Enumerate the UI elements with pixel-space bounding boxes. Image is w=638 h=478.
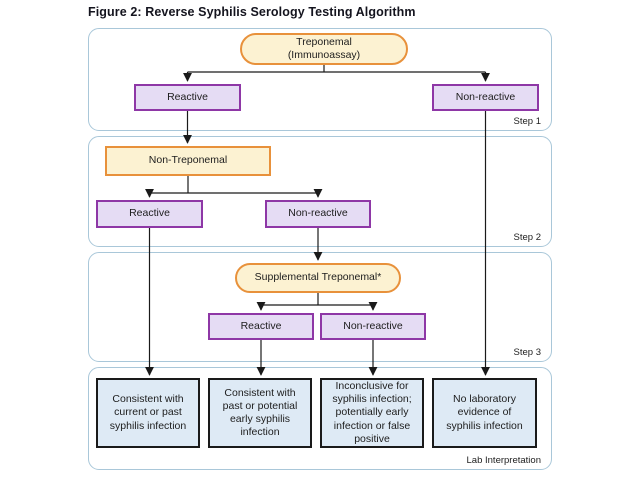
step-1-label: Step 1 (513, 116, 541, 127)
node-step3-nonreactive: Non-reactive (320, 313, 426, 340)
interpretation-3-text: Inconclusive for syphilis infection; pot… (332, 380, 412, 445)
immunoassay-label: (Immunoassay) (287, 49, 361, 61)
interpretation-box-1: Consistent with current or past syphilis… (96, 378, 200, 448)
supplemental-treponemal-label: Supplemental Treponemal* (254, 271, 382, 284)
lab-interpretation-label: Lab Interpretation (466, 455, 541, 466)
node-supplemental-treponemal: Supplemental Treponemal* (235, 263, 401, 293)
node-step2-nonreactive: Non-reactive (265, 200, 371, 228)
step1-reactive-label: Reactive (167, 90, 208, 103)
interpretation-box-3: Inconclusive for syphilis infection; pot… (320, 378, 424, 448)
node-step3-reactive: Reactive (208, 313, 314, 340)
node-step1-reactive: Reactive (134, 84, 241, 111)
non-treponemal-label: Non-Treponemal (148, 154, 228, 167)
interpretation-2-text: Consistent with past or potential early … (222, 386, 298, 439)
node-treponemal-immunoassay: Treponemal (Immunoassay) (240, 33, 408, 65)
interpretation-1-text: Consistent with current or past syphilis… (109, 393, 187, 432)
figure-title: Figure 2: Reverse Syphilis Serology Test… (88, 5, 416, 19)
step2-nonreactive-label: Non-reactive (288, 207, 348, 220)
interpretation-box-4: No laboratory evidence of syphilis infec… (432, 378, 537, 448)
node-step2-reactive: Reactive (96, 200, 203, 228)
step-3-label: Step 3 (513, 347, 541, 358)
step1-nonreactive-label: Non-reactive (455, 90, 516, 103)
interpretation-4-text: No laboratory evidence of syphilis infec… (446, 393, 523, 432)
step3-nonreactive-label: Non-reactive (343, 319, 403, 332)
node-step1-nonreactive: Non-reactive (432, 84, 539, 111)
step2-reactive-label: Reactive (129, 207, 170, 220)
treponemal-label: Treponemal (296, 35, 352, 48)
step3-reactive-label: Reactive (240, 319, 282, 332)
interpretation-box-2: Consistent with past or potential early … (208, 378, 312, 448)
node-non-treponemal: Non-Treponemal (105, 146, 271, 176)
step-2-label: Step 2 (513, 232, 541, 243)
